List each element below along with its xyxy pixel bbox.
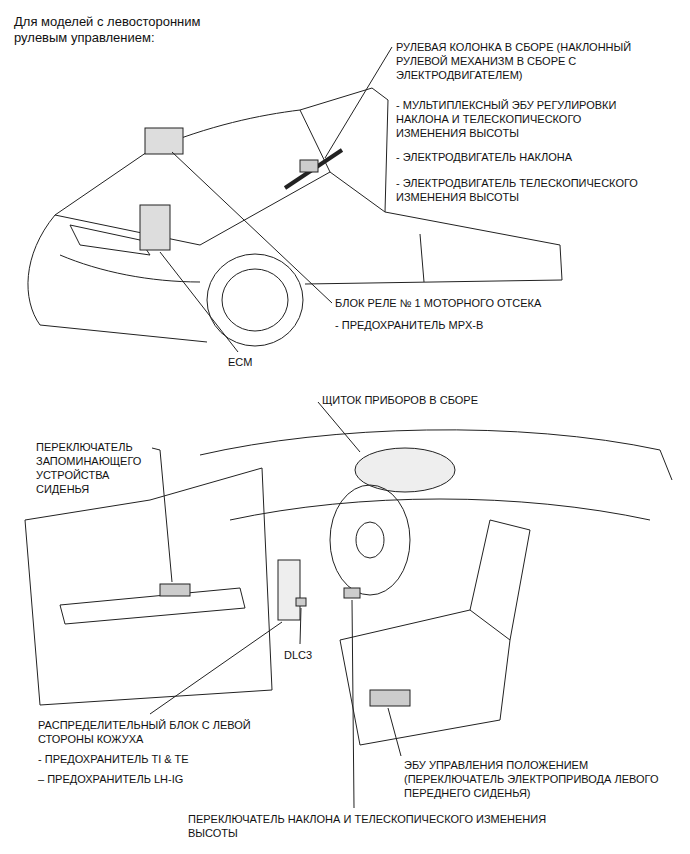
car-door-line: [420, 234, 424, 282]
car-wheel: [207, 254, 303, 346]
leader-line: [152, 448, 172, 582]
tilt-switch: [344, 588, 360, 598]
part-label: БЛОК РЕЛЕ № 1 МОТОРНОГО ОТСЕКА: [335, 296, 635, 310]
dlc3-connector: [296, 598, 306, 606]
part-label: РУЛЕВАЯ КОЛОНКА В СБОРЕ (НАКЛОННЫЙ РУЛЕВ…: [396, 40, 684, 82]
seat-switch: [370, 690, 410, 706]
leader-line: [388, 708, 401, 756]
relay-block: [145, 128, 183, 154]
part-label: ECM: [228, 355, 288, 369]
part-label: - МУЛЬТИПЛЕКСНЫЙ ЭБУ РЕГУЛИРОВКИ НАКЛОНА…: [396, 98, 636, 140]
part-label: – ПРЕДОХРАНИТЕЛЬ LH-IG: [38, 772, 308, 786]
part-label: ПЕРЕКЛЮЧАТЕЛЬ НАКЛОНА И ТЕЛЕСКОПИЧЕСКОГО…: [188, 812, 568, 840]
seat-cushion: [340, 610, 510, 745]
junction-block: [278, 560, 300, 620]
dashboard-lower: [230, 499, 650, 520]
car-windshield: [330, 172, 385, 212]
leader-line: [300, 608, 301, 644]
car-front-bottom: [40, 325, 207, 342]
car-headlight: [70, 225, 150, 255]
part-label: ПЕРЕКЛЮЧАТЕЛЬ ЗАПОМИНАЮЩЕГО УСТРОЙСТВА С…: [36, 440, 148, 496]
memory-switch: [160, 584, 190, 596]
door-panel: [25, 468, 272, 705]
part-label: ЭБУ УПРАВЛЕНИЯ ПОЛОЖЕНИЕМ (ПЕРЕКЛЮЧАТЕЛЬ…: [404, 758, 676, 800]
leader-line: [352, 600, 354, 808]
steering-column: [285, 150, 342, 188]
part-label: - ПРЕДОХРАНИТЕЛЬ MPX-B: [335, 318, 635, 332]
car-hood: [55, 110, 330, 245]
part-label: РАСПРЕДЕЛИТЕЛЬНЫЙ БЛОК С ЛЕВОЙ СТОРОНЫ К…: [38, 718, 308, 746]
part-label: - ЭЛЕКТРОДВИГАТЕЛЬ ТЕЛЕСКОПИЧЕСКОГО ИЗМЕ…: [396, 176, 684, 204]
steering-hub: [356, 522, 384, 558]
column-motor: [300, 160, 318, 172]
leader-line: [318, 402, 360, 452]
part-label: ЩИТОК ПРИБОРОВ В СБОРЕ: [322, 393, 582, 407]
car-wheel-rim: [222, 269, 288, 331]
part-label: - ЭЛЕКТРОДВИГАТЕЛЬ НАКЛОНА: [396, 150, 684, 164]
ecm-unit: [140, 205, 170, 250]
car-grille: [60, 255, 200, 282]
leader-line: [160, 252, 238, 352]
part-label: - ПРЕДОХРАНИТЕЛЬ TI & TE: [38, 752, 308, 766]
leader-line: [325, 47, 392, 158]
part-label: DLC3: [284, 648, 344, 662]
seat-back: [470, 520, 530, 640]
leader-line: [150, 622, 282, 714]
steering-wheel: [330, 485, 410, 595]
armrest: [60, 588, 245, 624]
leader-line: [172, 152, 332, 303]
title: Для моделей с левосторонним рулевым упра…: [14, 14, 234, 46]
